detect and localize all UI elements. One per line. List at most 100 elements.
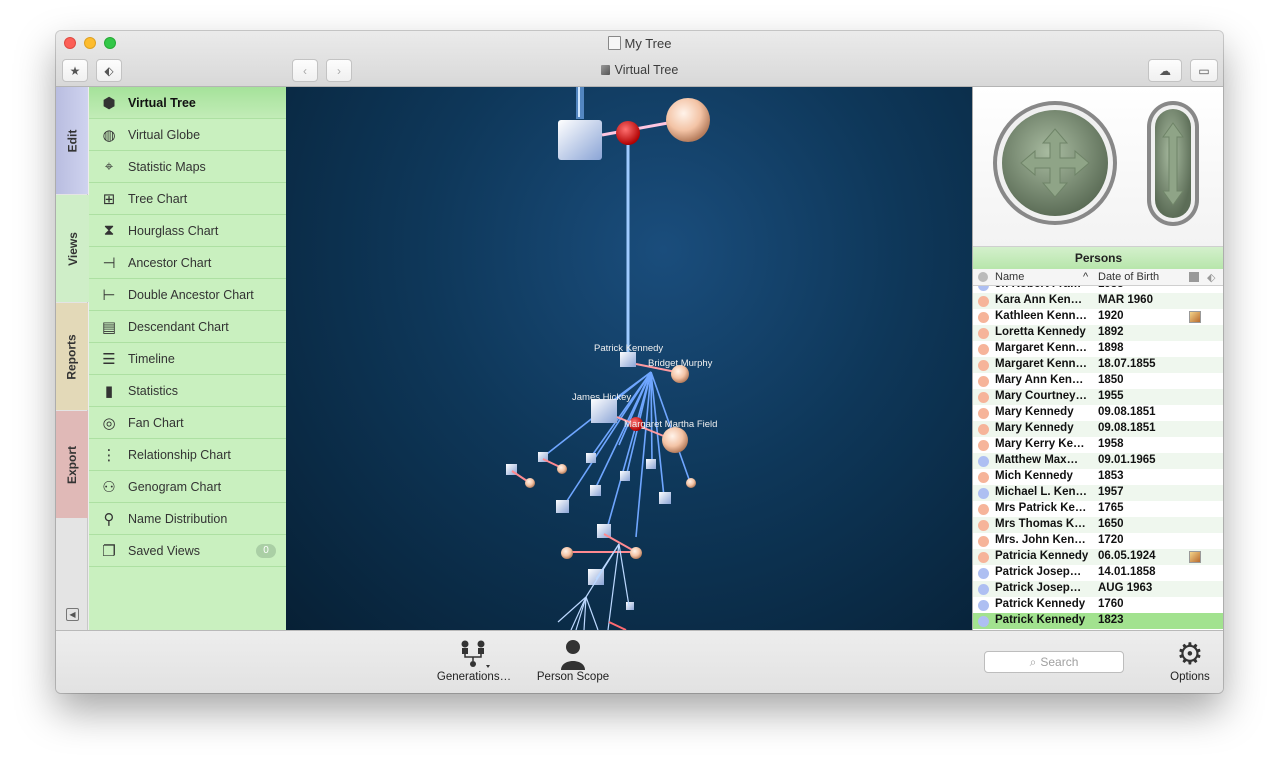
root-spouse-node[interactable] [666,98,710,142]
sidebar-item[interactable]: ⋮Relationship Chart [89,439,286,471]
person-row[interactable]: Mary Ann Ken…1850 [973,373,1223,389]
person-row[interactable]: Mary Kerry Ke…1958 [973,437,1223,453]
link-line [608,621,627,630]
sidebar-item[interactable]: ⚇Genogram Chart [89,471,286,503]
male-icon [978,488,989,499]
sidebar-item[interactable]: ◎Fan Chart [89,407,286,439]
tab-export[interactable]: Export [56,411,88,518]
sidebar-item[interactable]: ☰Timeline [89,343,286,375]
triangle-left-icon: ◀ [69,610,76,619]
tab-views[interactable]: Views [56,195,89,302]
close-window-button[interactable] [64,37,76,49]
female-icon [978,424,989,435]
gender-column-icon[interactable] [978,272,988,282]
person-row[interactable]: Margaret Kenn…1898 [973,341,1223,357]
toggle-panel-button[interactable]: ▭ [1190,59,1218,82]
person-row[interactable]: Kara Ann Ken…MAR 1960 [973,293,1223,309]
person-row[interactable]: Jr. Robert Fra…1953 [973,286,1223,293]
root-cube[interactable] [558,120,602,160]
tab-reports[interactable]: Reports [56,303,88,410]
person-name: Mary Kennedy [995,422,1074,434]
tree-chart-icon: ⊞ [102,190,116,208]
person-name: Patrick Kennedy [995,598,1086,610]
double-ancestor-icon: ⊢ [102,286,116,304]
map-pin-icon: ⌖ [104,158,114,175]
sidebar-item[interactable]: ⊢Double Ancestor Chart [89,279,286,311]
person-row[interactable]: Mary Courtney…1955 [973,389,1223,405]
generations-icon [430,637,518,671]
person-row[interactable]: Michael L. Ken…1957 [973,485,1223,501]
sidebar-item[interactable]: ◍Virtual Globe [89,119,286,151]
female-icon [978,344,989,355]
back-button[interactable]: ‹ [292,59,318,82]
patrick-node[interactable] [620,352,636,367]
tag-column-icon[interactable]: ⬖ [1207,272,1216,284]
person-row[interactable]: Mrs. John Ken…1720 [973,533,1223,549]
person-dob: 14.01.1858 [1098,566,1156,578]
chevron-right-icon: › [337,63,341,78]
margaret-node[interactable] [662,427,688,453]
person-row[interactable]: Matthew Max…09.01.1965 [973,453,1223,469]
person-row[interactable]: Kathleen Kenn…1920 [973,309,1223,325]
person-name: Loretta Kennedy [995,326,1086,338]
sidebar-item[interactable]: ⊞Tree Chart [89,183,286,215]
minimize-window-button[interactable] [84,37,96,49]
tab-edit[interactable]: Edit [56,87,88,194]
name-column-header[interactable]: Name [995,271,1025,283]
person-name: Patrick Kennedy [995,614,1086,626]
person-row[interactable]: Mrs Patrick Ke…1765 [973,501,1223,517]
dob-column-header[interactable]: Date of Birth [1098,271,1160,283]
male-icon [978,456,989,467]
female-icon [978,440,989,451]
photo-icon [1189,311,1201,323]
female-icon [978,360,989,371]
sidebar-item[interactable]: ⊣Ancestor Chart [89,247,286,279]
persons-list[interactable]: Jr. Robert Fra…1953Kara Ann Ken…MAR 1960… [973,286,1223,630]
chevron-left-icon: ‹ [303,63,307,78]
person-name: Mary Kerry Ke… [995,438,1085,450]
james-node[interactable] [591,399,617,423]
photo-column-icon[interactable] [1189,272,1199,282]
root-marriage-node[interactable] [616,121,640,145]
cloud-button[interactable]: ☁ [1148,59,1182,82]
sidebar-item[interactable]: ⧗Hourglass Chart [89,215,286,247]
sidebar-item[interactable]: ▮Statistics [89,375,286,407]
person-scope-button[interactable]: Person Scope [530,637,616,683]
person-row[interactable]: Margaret Kenn…18.07.1855 [973,357,1223,373]
sidebar-item[interactable]: ⚲Name Distribution [89,503,286,535]
relationship-chart-icon: ⋮ [101,446,117,464]
sidebar-item[interactable]: ⌖Statistic Maps [89,151,286,183]
options-button[interactable]: ⚙ Options [1162,637,1218,684]
person-scope-label: Person Scope [536,671,610,683]
male-icon [978,616,989,627]
sidebar-item[interactable]: ▤Descendant Chart [89,311,286,343]
generations-button[interactable]: Generations… [430,637,518,683]
person-row[interactable]: Patrick Josep…AUG 1963 [973,581,1223,597]
forward-button[interactable]: › [326,59,352,82]
person-row[interactable]: Patrick Josep…14.01.1858 [973,565,1223,581]
male-icon [978,568,989,579]
person-row[interactable]: Mrs Thomas K…1650 [973,517,1223,533]
virtual-tree-canvas[interactable]: Patrick Kennedy Bridget Murphy James Hic… [286,87,972,630]
favorites-button[interactable]: ★ [62,59,88,82]
zoom-window-button[interactable] [104,37,116,49]
sidebar-item-label: Ancestor Chart [128,255,212,270]
sidebar-item[interactable]: ⬢Virtual Tree [89,87,286,119]
hourglass-chart-icon: ⧗ [103,222,115,239]
marriage-node[interactable] [629,417,643,431]
navigation-graphic [993,101,1199,226]
person-name: Mrs Patrick Ke… [995,502,1087,514]
tags-button[interactable]: ⬖ [96,59,122,82]
bridget-node[interactable] [671,365,689,383]
search-field[interactable]: ⌕Search [984,651,1124,673]
female-icon [978,328,989,339]
collapse-sidebar-button[interactable]: ◀ [66,608,79,621]
